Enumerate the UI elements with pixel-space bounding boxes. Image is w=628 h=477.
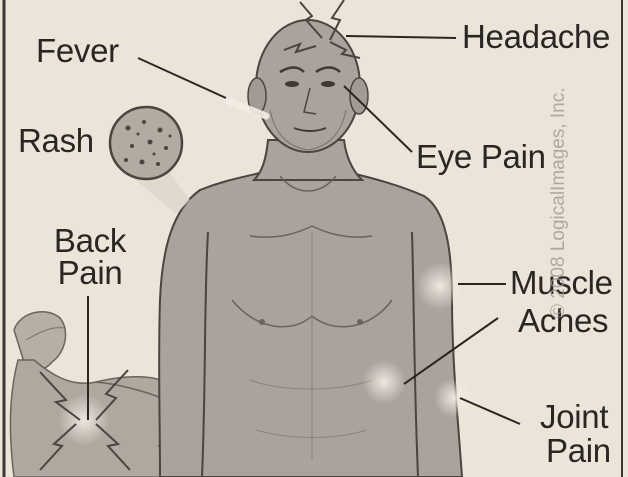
- muscle-glow: [416, 262, 464, 310]
- back-glow: [58, 394, 110, 446]
- rash-magnifier: [110, 107, 190, 214]
- joint-glow: [434, 378, 474, 418]
- label-fever: Fever: [36, 34, 119, 68]
- label-joint-pain-line1: Joint: [540, 400, 608, 434]
- label-back-pain-line2: Pain: [40, 256, 140, 290]
- elbow-glow: [362, 360, 406, 404]
- copyright-watermark: © 2008 LogicalImages, Inc.: [548, 148, 572, 318]
- label-headache: Headache: [462, 20, 610, 54]
- label-back-pain-line1: Back: [40, 224, 140, 258]
- label-rash: Rash: [18, 124, 94, 158]
- woman-figure: [11, 312, 175, 477]
- label-joint-pain-line2: Pain: [546, 434, 611, 468]
- label-eye-pain: Eye Pain: [416, 140, 546, 174]
